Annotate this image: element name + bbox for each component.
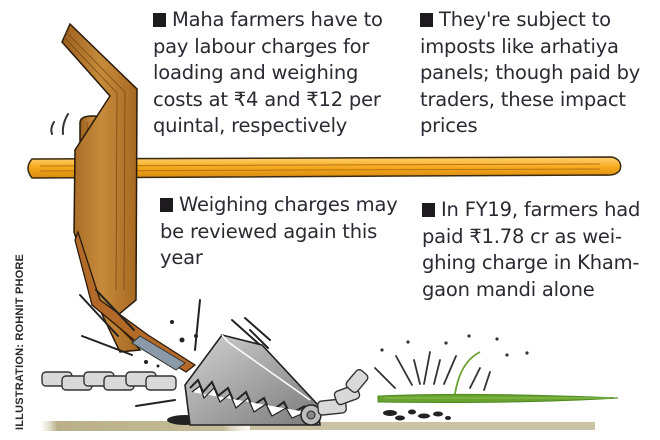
note-text: They're subject to imposts like arhatiya… bbox=[420, 8, 641, 137]
note-fy19: In FY19, farmers had paid ₹1.78 cr as we… bbox=[422, 197, 657, 303]
chain-left bbox=[41, 371, 177, 391]
note-text: Weighing charges may be reviewed again t… bbox=[160, 193, 398, 269]
plough-handle bbox=[61, 22, 197, 373]
chain-right bbox=[317, 369, 369, 416]
note-review: Weighing charges may be reviewed again t… bbox=[160, 192, 400, 272]
square-bullet-icon bbox=[153, 13, 166, 27]
illustration-credit: ILLUSTRATION: ROHNIT PHORE bbox=[14, 253, 26, 430]
square-bullet-icon bbox=[160, 198, 173, 212]
note-text: Maha farmers have to pay labour charges … bbox=[153, 8, 383, 137]
note-imposts: They're subject to imposts like arhatiya… bbox=[420, 7, 660, 140]
square-bullet-icon bbox=[420, 13, 433, 27]
grass-dots bbox=[380, 334, 529, 357]
note-labour-charges: Maha farmers have to pay labour charges … bbox=[153, 7, 403, 140]
grass-patch bbox=[377, 351, 619, 403]
soil-clods bbox=[383, 409, 451, 421]
impact-lines bbox=[79, 289, 271, 407]
square-bullet-icon bbox=[422, 203, 435, 217]
motion-lines-top bbox=[50, 113, 69, 135]
note-text: In FY19, farmers had paid ₹1.78 cr as we… bbox=[422, 198, 641, 301]
debris-dots bbox=[144, 320, 198, 368]
yoke-stick bbox=[27, 156, 622, 179]
jaw-trap bbox=[184, 334, 322, 426]
grass-motion-lines bbox=[374, 351, 491, 391]
